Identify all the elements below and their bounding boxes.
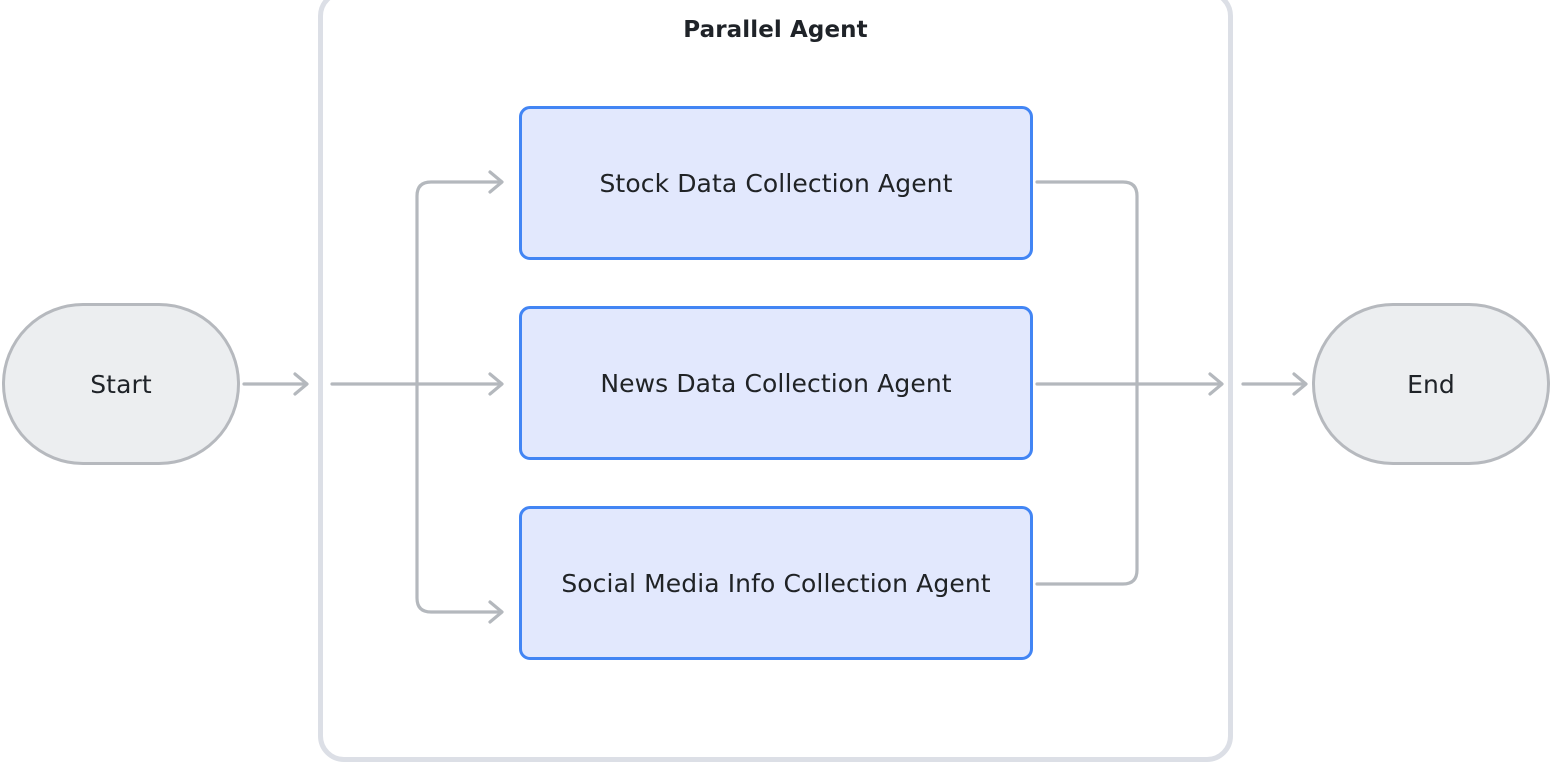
edge-fanout-to-agent-1-arrowhead xyxy=(488,372,504,396)
edge-group-to-end-arrowhead xyxy=(1292,372,1308,396)
edge-fanout-to-agent-0-arrowhead xyxy=(488,170,504,194)
node-end[interactable]: End xyxy=(1312,303,1550,465)
node-social-media-info-collection-agent[interactable]: Social Media Info Collection Agent xyxy=(519,506,1033,660)
edge-agent-0-to-fanin xyxy=(1035,180,1139,386)
edge-fanout-to-agent-2-arrowhead xyxy=(488,600,504,624)
edge-fanout-to-agent-0 xyxy=(415,180,502,386)
edge-agent-2-to-fanin xyxy=(1035,382,1139,586)
node-end-label: End xyxy=(1407,369,1455,399)
parallel-agent-group-title: Parallel Agent xyxy=(683,17,868,43)
node-stock-data-collection-agent-label: Stock Data Collection Agent xyxy=(599,168,953,198)
node-social-media-info-collection-agent-label: Social Media Info Collection Agent xyxy=(561,568,991,598)
node-stock-data-collection-agent[interactable]: Stock Data Collection Agent xyxy=(519,106,1033,260)
node-start-label: Start xyxy=(90,369,152,399)
edge-start-to-group-arrowhead xyxy=(293,372,309,396)
edge-fanin-to-group-exit-arrowhead xyxy=(1208,372,1224,396)
edge-fanout-to-agent-2 xyxy=(415,382,502,614)
node-news-data-collection-agent-label: News Data Collection Agent xyxy=(600,368,952,398)
node-news-data-collection-agent[interactable]: News Data Collection Agent xyxy=(519,306,1033,460)
node-start[interactable]: Start xyxy=(2,303,240,465)
